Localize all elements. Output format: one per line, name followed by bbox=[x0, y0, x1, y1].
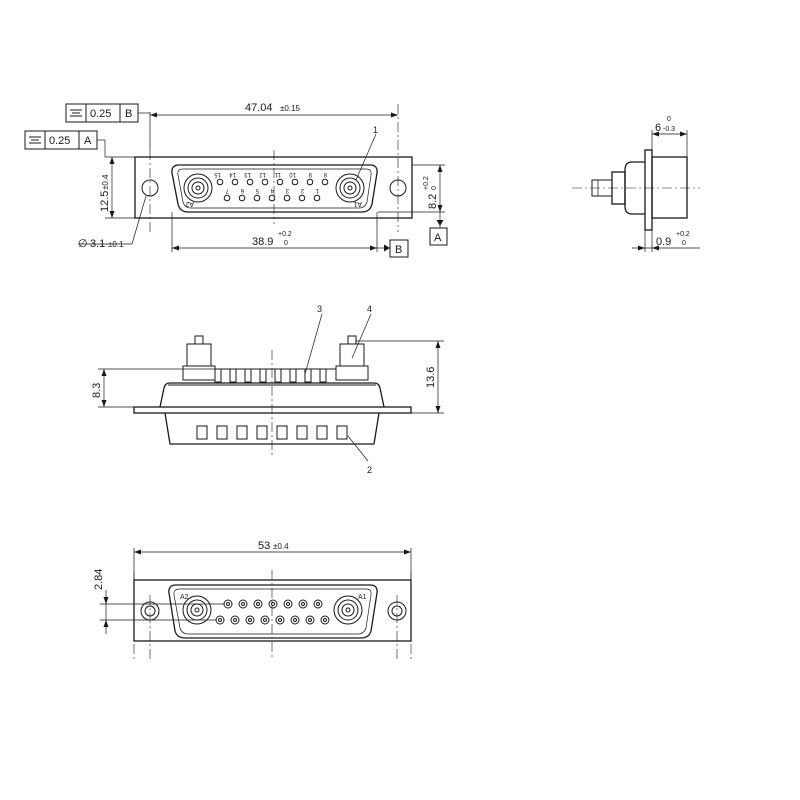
leader-hole-dia bbox=[131, 195, 147, 245]
dim-hole-dia-tol: ±0.1 bbox=[108, 240, 124, 249]
pin-number: 1 bbox=[315, 187, 319, 193]
side-body bbox=[651, 156, 688, 219]
front-post-right bbox=[335, 335, 369, 381]
top-pin-row-lower bbox=[223, 194, 321, 202]
pin-number: 11 bbox=[274, 171, 281, 177]
frame-a-value: 0.25 bbox=[49, 135, 70, 147]
dim-row-pitch: 2.84 bbox=[93, 569, 105, 590]
dim-side-width-lower: -0.3 bbox=[663, 126, 675, 133]
dim-flange-tol-lower: 0 bbox=[682, 240, 686, 247]
dim-front-right: 13.6 bbox=[425, 367, 437, 388]
dim-depth-tol-upper: +0.2 bbox=[423, 176, 430, 190]
pin-number: 5 bbox=[255, 187, 259, 193]
datum-b-box bbox=[389, 239, 409, 258]
pin-number: 10 bbox=[289, 171, 296, 177]
pin-number: 2 bbox=[300, 187, 304, 193]
dim-hole-dia: 3.1 bbox=[90, 238, 105, 250]
pin-number: 12 bbox=[259, 171, 266, 177]
bottom-coax-right-label: A1 bbox=[358, 594, 367, 601]
side-view: 6 0 -0.3 0.9 +0.2 0 bbox=[572, 116, 700, 252]
leader-callout-2 bbox=[347, 435, 369, 462]
top-flange bbox=[134, 156, 413, 219]
bottom-coax-left-label: A2 bbox=[180, 594, 189, 601]
bottom-pin-row-lower bbox=[215, 615, 330, 625]
callout-2: 2 bbox=[367, 465, 372, 475]
dim-depth-tol-lower: 0 bbox=[431, 186, 438, 190]
top-d-shell-inner bbox=[177, 168, 372, 209]
leader-callout-1 bbox=[355, 133, 377, 181]
top-pin-numbers-lower: 1 2 3 4 5 6 7 bbox=[225, 187, 319, 193]
coax-contact-left bbox=[183, 173, 213, 203]
hole-dia-symbol: ∅ bbox=[78, 238, 88, 250]
top-d-shell bbox=[171, 164, 378, 213]
dim-height: 12.5 bbox=[99, 191, 111, 212]
dim-shell-width-tol-upper: +0.2 bbox=[278, 231, 292, 238]
front-contact-openings bbox=[196, 425, 348, 440]
pin-number: 4 bbox=[270, 187, 274, 193]
dim-front-left: 8.3 bbox=[91, 383, 103, 398]
leader-callout-3 bbox=[304, 313, 323, 375]
pin-number: 14 bbox=[229, 171, 236, 177]
callout-1: 1 bbox=[373, 125, 378, 135]
top-pin-row-upper bbox=[216, 178, 329, 186]
dim-bottom-width: 53 bbox=[258, 540, 270, 552]
dim-depth: 8.2 bbox=[427, 194, 439, 209]
frame-b-datum: B bbox=[125, 108, 132, 120]
dim-shell-width: 38.9 bbox=[252, 236, 273, 248]
pin-number: 13 bbox=[244, 171, 251, 177]
dim-shell-width-tol-lower: 0 bbox=[284, 240, 288, 247]
dim-flange-tol-upper: +0.2 bbox=[676, 231, 690, 238]
dim-height-tol: ±0.4 bbox=[101, 174, 110, 190]
bottom-d-shell bbox=[168, 584, 378, 639]
side-pin bbox=[591, 179, 613, 197]
frame-a-datum: A bbox=[84, 135, 92, 147]
front-view: 8.3 13.6 3 4 2 bbox=[91, 304, 444, 475]
dim-side-width: 6 bbox=[655, 122, 661, 134]
leader-callout-4 bbox=[351, 313, 372, 359]
coax-left-label: A2 bbox=[185, 200, 194, 207]
bottom-pin-row-upper bbox=[223, 599, 323, 609]
frame-b-value: 0.25 bbox=[90, 108, 111, 120]
dim-bottom-width-tol: ±0.4 bbox=[273, 542, 289, 551]
bottom-coax-right bbox=[333, 595, 363, 625]
pin-number: 8 bbox=[323, 171, 327, 177]
bottom-view: A2 A1 bbox=[93, 540, 412, 660]
side-flange bbox=[644, 149, 653, 231]
dim-overall-width: 47.04 bbox=[245, 102, 273, 114]
top-pin-numbers-upper: 8 9 10 11 12 13 14 15 bbox=[214, 171, 327, 177]
front-lower-shell bbox=[164, 412, 380, 445]
pin-number: 6 bbox=[240, 187, 244, 193]
feature-control-frame-b: 0.25 B bbox=[65, 103, 150, 123]
datum-a-box bbox=[429, 227, 448, 246]
front-insulator bbox=[159, 382, 385, 408]
dim-overall-width-tol: ±0.15 bbox=[280, 104, 301, 113]
front-pin-comb bbox=[214, 368, 336, 383]
dim-side-width-upper: 0 bbox=[667, 116, 671, 123]
top-view: A2 A1 8 9 10 11 12 bbox=[24, 102, 448, 258]
front-flange bbox=[133, 406, 412, 414]
coax-right-label: A1 bbox=[353, 200, 362, 207]
pin-number: 9 bbox=[308, 171, 312, 177]
pin-number: 3 bbox=[285, 187, 289, 193]
callout-4: 4 bbox=[367, 304, 372, 314]
datum-b-label: B bbox=[395, 244, 402, 256]
feature-control-frame-a: 0.25 A bbox=[24, 130, 106, 157]
dim-flange: 0.9 bbox=[656, 236, 671, 248]
pin-number: 15 bbox=[214, 171, 221, 177]
callout-3: 3 bbox=[317, 304, 322, 314]
front-post-left bbox=[182, 335, 216, 381]
datum-a-label: A bbox=[434, 232, 442, 244]
coax-contact-right bbox=[335, 173, 365, 203]
pin-number: 7 bbox=[225, 187, 229, 193]
